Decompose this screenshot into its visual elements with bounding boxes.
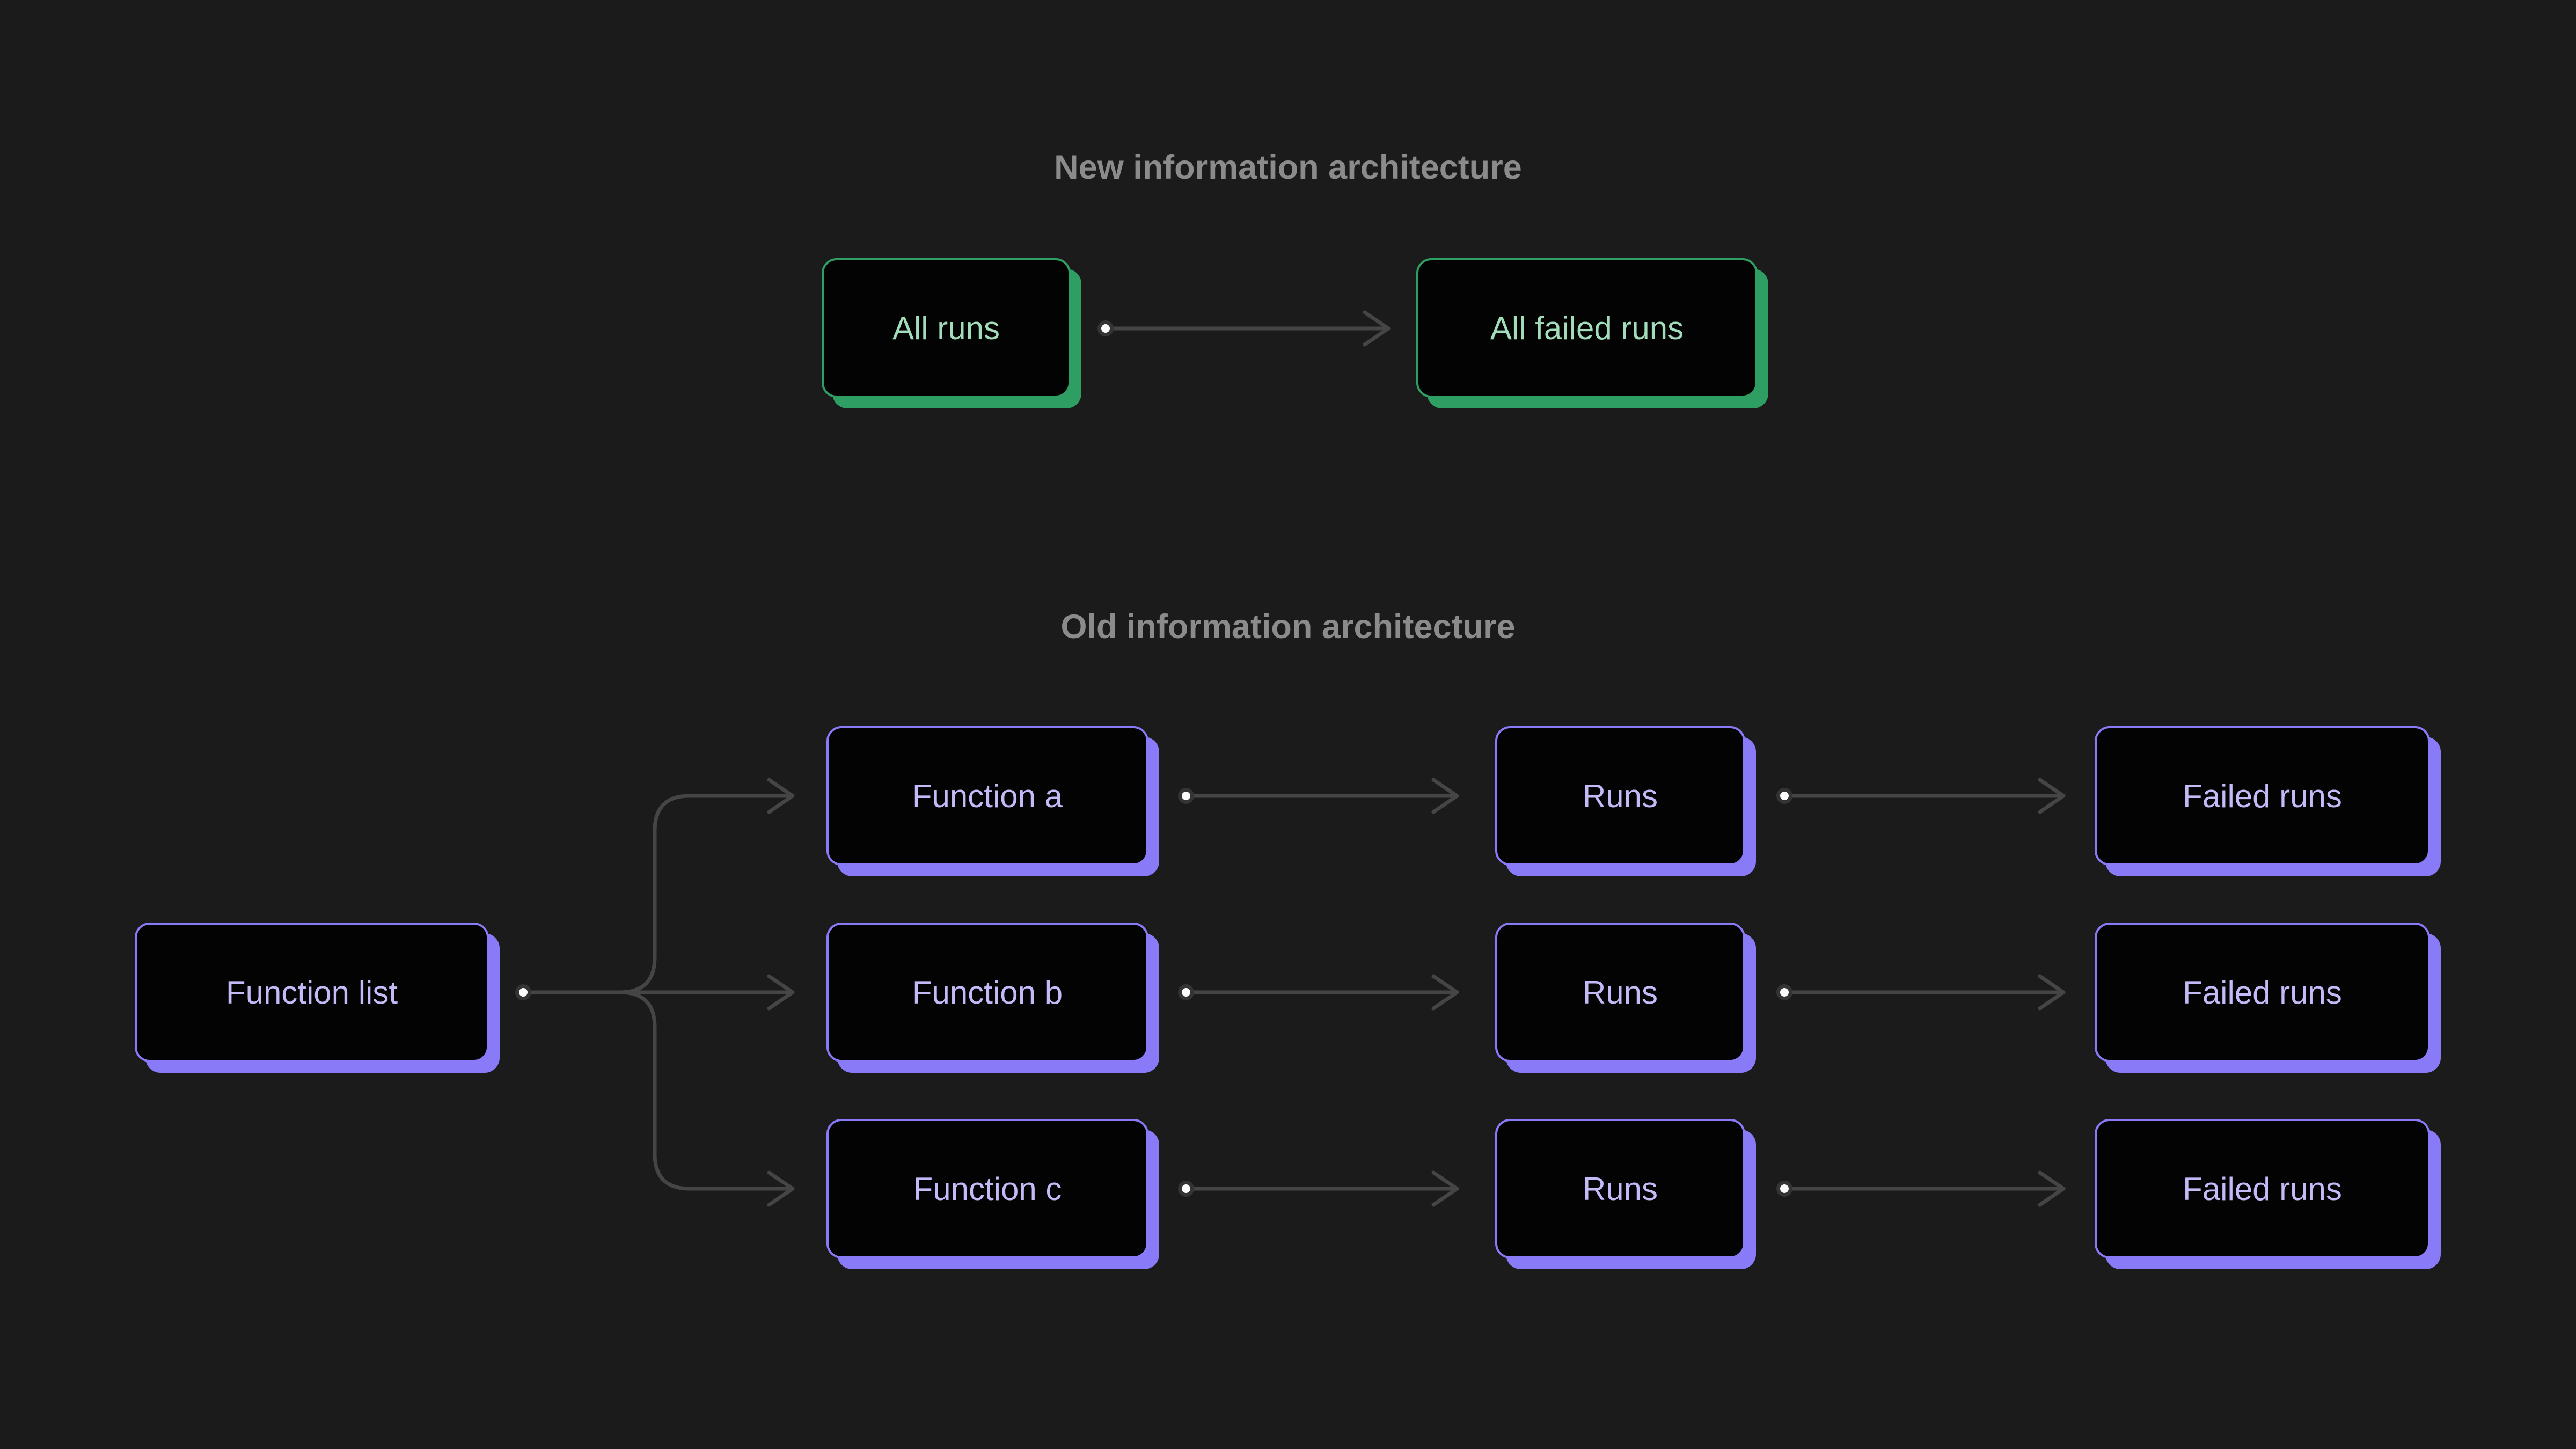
connector-dot-dot-function-b (1182, 988, 1190, 997)
connector-line-function-list-branch-down (521, 990, 795, 1191)
node-function-b[interactable]: Function b (826, 923, 1148, 1062)
node-label: Runs (1582, 1170, 1658, 1207)
node-label: Failed runs (2183, 974, 2342, 1011)
section-title-old-architecture: Old information architecture (1060, 608, 1516, 646)
connector-dot-dot-runs-b (1780, 988, 1789, 997)
node-label: Runs (1582, 778, 1658, 814)
node-label: Function c (913, 1170, 1062, 1207)
node-all-failed-runs[interactable]: All failed runs (1416, 258, 1758, 398)
node-runs-c[interactable]: Runs (1495, 1119, 1745, 1258)
node-failed-runs-a[interactable]: Failed runs (2095, 726, 2430, 866)
node-failed-runs-c[interactable]: Failed runs (2095, 1119, 2430, 1258)
arrowhead-icon-function-list-branch-mid (767, 974, 795, 1011)
node-function-a[interactable]: Function a (826, 726, 1148, 866)
arrowhead-icon-function-b-to-runs (1431, 974, 1459, 1011)
node-label: All runs (892, 310, 1000, 346)
connector-dot-dot-function-a (1182, 792, 1190, 800)
node-label: Runs (1582, 974, 1658, 1011)
arrowhead-icon-all-runs-to-all-failed-runs (1363, 310, 1391, 347)
arrowhead-icon-runs-b-to-failed-runs (2038, 974, 2066, 1011)
connector-dot-dot-all-runs (1101, 324, 1110, 333)
node-label: Function a (912, 778, 1063, 814)
node-label: Failed runs (2183, 1170, 2342, 1207)
arrowhead-icon-function-list-branch-down (767, 1170, 795, 1207)
node-runs-b[interactable]: Runs (1495, 923, 1745, 1062)
node-label: Function b (912, 974, 1063, 1011)
node-function-list[interactable]: Function list (135, 923, 489, 1062)
node-label: Function list (225, 974, 398, 1011)
arrowhead-icon-runs-c-to-failed-runs (2038, 1170, 2066, 1207)
node-failed-runs-b[interactable]: Failed runs (2095, 923, 2430, 1062)
arrowhead-icon-function-c-to-runs (1431, 1170, 1459, 1207)
section-title-new-architecture: New information architecture (1054, 149, 1522, 186)
arrowhead-icon-runs-a-to-failed-runs (2038, 778, 2066, 814)
node-label: All failed runs (1490, 310, 1684, 346)
node-runs-a[interactable]: Runs (1495, 726, 1745, 866)
node-label: Failed runs (2183, 778, 2342, 814)
connector-dot-dot-runs-c (1780, 1184, 1789, 1193)
connector-dot-dot-runs-a (1780, 792, 1789, 800)
arrowhead-icon-function-list-branch-up (767, 778, 795, 814)
node-all-runs[interactable]: All runs (822, 258, 1071, 398)
connector-dot-dot-function-c (1182, 1184, 1190, 1193)
connector-dot-dot-function-list (519, 988, 528, 997)
connector-line-function-list-branch-up (521, 794, 795, 994)
node-function-c[interactable]: Function c (826, 1119, 1148, 1258)
arrowhead-icon-function-a-to-runs (1431, 778, 1459, 814)
